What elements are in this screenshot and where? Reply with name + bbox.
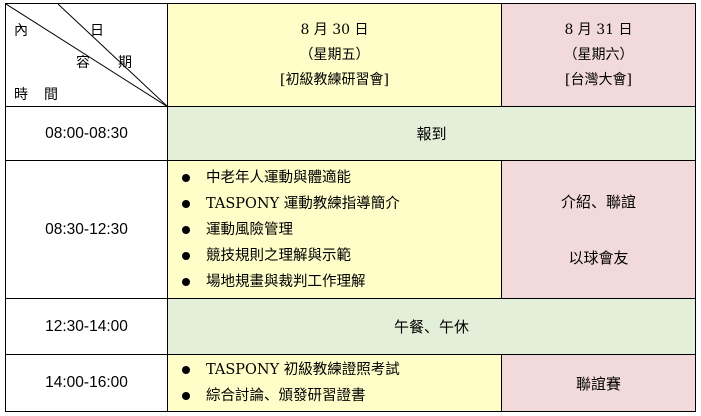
corner-label-ri: 日 bbox=[90, 23, 104, 39]
time-cell: 08:30-12:30 bbox=[5, 160, 168, 299]
time-cell: 14:00-16:00 bbox=[5, 354, 168, 412]
list-item: 競技規則之理解與示範 bbox=[182, 243, 501, 269]
day1-weekday: （星期五） bbox=[299, 46, 370, 63]
list-item: 中老年人運動與體適能 bbox=[182, 165, 501, 191]
diagonal-lines bbox=[6, 4, 168, 107]
table-row: 08:30-12:30 中老年人運動與體適能 TASPONY 運動教練指導簡介 … bbox=[5, 160, 696, 299]
list-item: 場地規畫與裁判工作理解 bbox=[182, 269, 501, 295]
merged-cell: 報到 bbox=[167, 106, 696, 161]
day1-session-cell: TASPONY 初級教練證照考試 綜合討論、頒發研習證書 bbox=[167, 354, 502, 412]
day2-line: 以球會友 bbox=[568, 248, 629, 267]
time-cell: 12:30-14:00 bbox=[5, 298, 168, 355]
merged-cell: 午餐、午休 bbox=[167, 298, 696, 355]
day2-session-cell: 聯誼賽 bbox=[501, 354, 696, 412]
day1-date: 8 月 30 日 bbox=[300, 21, 369, 38]
header-row: 內 日 容 期 時 間 8 月 30 日 （星期五） [初級教練研習會] 8 月… bbox=[5, 3, 696, 107]
day2-header: 8 月 31 日 （星期六） [台灣大會] bbox=[501, 3, 696, 107]
day2-event: [台灣大會] bbox=[565, 71, 632, 88]
corner-label-shi: 時 bbox=[14, 87, 28, 103]
list-item: TASPONY 運動教練指導簡介 bbox=[182, 191, 501, 217]
session-list: 中老年人運動與體適能 TASPONY 運動教練指導簡介 運動風險管理 競技規則之… bbox=[168, 165, 501, 295]
corner-label-jian: 間 bbox=[44, 87, 58, 103]
day1-event: [初級教練研習會] bbox=[280, 71, 389, 88]
corner-cell: 內 日 容 期 時 間 bbox=[5, 3, 168, 107]
corner-label-nei: 內 bbox=[14, 23, 28, 39]
schedule-table: 內 日 容 期 時 間 8 月 30 日 （星期五） [初級教練研習會] 8 月… bbox=[5, 3, 696, 412]
corner-label-rong: 容 bbox=[76, 55, 90, 71]
day2-line: 介紹、聯誼 bbox=[560, 192, 636, 211]
table-row: 14:00-16:00 TASPONY 初級教練證照考試 綜合討論、頒發研習證書… bbox=[5, 354, 696, 412]
table-row: 12:30-14:00 午餐、午休 bbox=[5, 298, 696, 355]
day2-session-cell: 介紹、聯誼 以球會友 bbox=[501, 160, 696, 299]
day1-header: 8 月 30 日 （星期五） [初級教練研習會] bbox=[167, 3, 502, 107]
list-item: 運動風險管理 bbox=[182, 217, 501, 243]
day1-session-cell: 中老年人運動與體適能 TASPONY 運動教練指導簡介 運動風險管理 競技規則之… bbox=[167, 160, 502, 299]
time-cell: 08:00-08:30 bbox=[5, 106, 168, 161]
table-row: 08:00-08:30 報到 bbox=[5, 106, 696, 161]
session-list: TASPONY 初級教練證照考試 綜合討論、頒發研習證書 bbox=[168, 357, 501, 409]
list-item: TASPONY 初級教練證照考試 bbox=[182, 357, 501, 383]
list-item: 綜合討論、頒發研習證書 bbox=[182, 383, 501, 409]
day2-weekday: （星期六） bbox=[563, 46, 634, 63]
day2-date: 8 月 31 日 bbox=[564, 21, 633, 38]
corner-label-qi: 期 bbox=[118, 55, 132, 71]
